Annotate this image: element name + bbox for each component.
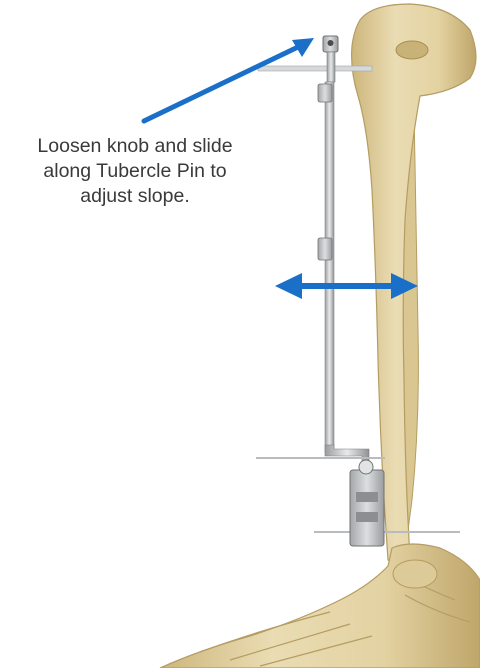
caption-line-1: Loosen knob and slide [6,134,264,159]
ankle-clamp-knob [359,460,373,474]
upper-rod-clamp [318,84,332,102]
double-headed-arrow-left-icon [275,273,302,299]
tubercle-pin [327,52,335,82]
caption-line-3: adjust slope. [6,184,264,209]
ankle-clamp-slot [356,492,378,502]
caption-line-2: along Tubercle Pin to [6,159,264,184]
ankle-joint [393,560,437,588]
alignment-rod [325,82,334,452]
tibial-plateau-notch [396,41,428,59]
mid-rod-clamp [318,238,332,260]
pointer-arrow-shaft [144,47,298,121]
top-crossbar [258,66,372,71]
ankle-clamp-slot-2 [356,512,378,522]
knob-hole [328,40,334,46]
ankle-clamp-block [350,470,384,546]
instruction-caption: Loosen knob and slide along Tubercle Pin… [6,134,264,209]
